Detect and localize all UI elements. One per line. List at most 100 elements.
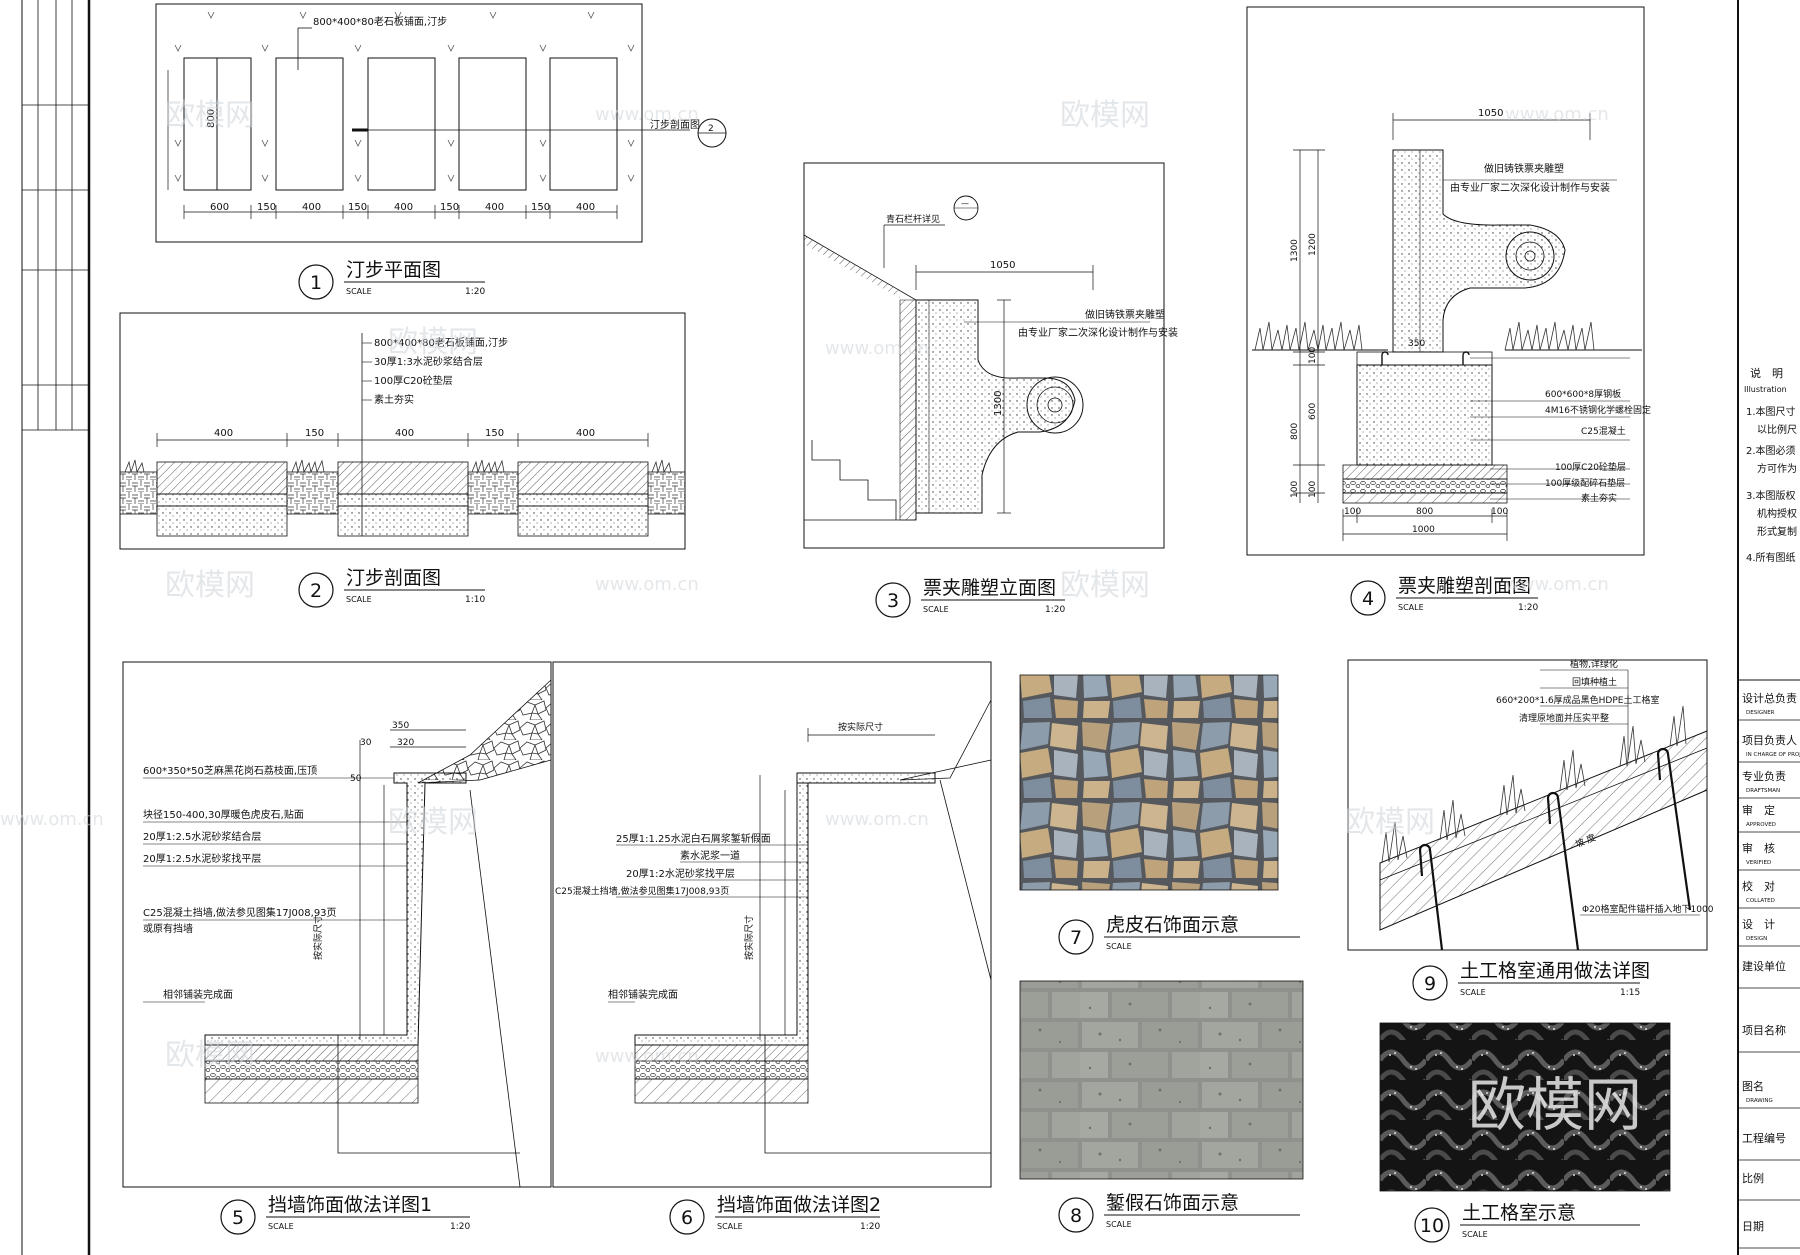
geocell-photo: 欧模网 [1379, 1022, 1671, 1192]
panel-number: 1 [310, 272, 322, 294]
p6-ground-note: 相邻铺装完成面 [608, 988, 678, 1001]
p4-left-dim-6: 100 [1308, 481, 1318, 498]
panel-6-wall-detail-2: 按实际尺寸 按实际尺寸 25厚1:1.25水泥白石屑浆錾斩假面 素水泥浆一道 2… [552, 661, 992, 1188]
p3-ref-num: — [961, 199, 969, 208]
p3-height-dim: 1300 [993, 391, 1004, 416]
p5-dim-2: 30 [360, 738, 372, 748]
p5-note-1: 块径150-400,30厚暖色虎皮石,贴面 [143, 808, 304, 821]
watermark-logo-5: 欧模网 [388, 325, 478, 360]
panel-number: 7 [1070, 927, 1082, 949]
panel-scale-value: 1:20 [465, 287, 485, 297]
panel-title: 汀步平面图 [346, 259, 441, 281]
p2-note-0: 800*400*80老石板铺面,汀步 [374, 336, 508, 349]
notes-item-0: 1.本图尺寸 [1746, 405, 1796, 418]
p6-note-2: 20厚1:2水泥砂浆找平层 [626, 867, 735, 880]
panel-scale-value: 1:20 [450, 1222, 470, 1232]
p3-width-dim: 1050 [990, 260, 1015, 271]
p5-note-4: C25混凝土挡墙,做法参见图集17J008,93页 [143, 906, 337, 919]
p4-note-bottom-4: 100厚级配碎石垫层 [1545, 477, 1625, 489]
watermark-url-5: www.om.cn [825, 338, 929, 359]
title-block-row: 项目名称 [1738, 1023, 1800, 1053]
p4-note-bottom-1: 4M16不锈钢化学螺栓固定 [1545, 404, 1651, 416]
notes-item-3: 方可作为 [1757, 462, 1797, 475]
p4-bottom-dim-1: 800 [1416, 507, 1433, 517]
watermark-logo-8: 欧模网 [165, 1038, 255, 1073]
watermark-logo-7: 欧模网 [1345, 805, 1435, 840]
p2-dim-1: 150 [305, 428, 324, 439]
title-block-label: 建设单位 [1742, 959, 1786, 973]
title-block-label: 日期 [1742, 1220, 1764, 1233]
p2-dim-4: 400 [576, 428, 595, 439]
page-watermarks: 欧模网 欧模网 www.om.cn www.om.cn 欧模网 欧模网 www.… [0, 98, 1609, 1073]
watermark-url-6: www.om.cn [825, 809, 929, 830]
notes-item-2: 2.本图必须 [1746, 444, 1796, 457]
title-block-label: 图名 [1742, 1079, 1764, 1093]
notes-item-4: 3.本图版权 [1746, 489, 1796, 502]
panel-scale-label: SCALE [717, 1222, 743, 1231]
p4-inner-dim: 350 [1408, 339, 1425, 349]
p1-dim-5: 150 [440, 202, 459, 213]
panel-number-circle [220, 1199, 256, 1235]
p9-anchors [1418, 747, 1692, 951]
p4-bottom-dim-0: 100 [1344, 507, 1361, 517]
p4-bottom-dim-2: 100 [1491, 507, 1508, 517]
panel-number-circle [669, 1199, 705, 1235]
notes-heading: 说 明 [1750, 366, 1783, 380]
watermark-url-7: www.om.cn [595, 1046, 699, 1067]
title-block-label-en: APPROVED [1746, 822, 1776, 828]
panel-title: 票夹雕塑立面图 [923, 577, 1056, 599]
watermark-logo-2: 欧模网 [1060, 98, 1150, 133]
panel-3-sculpture-elevation: 青石栏杆详见 — 1050 1300 做旧铸铁票夹雕塑 由专业厂家二次深化设计制… [803, 162, 1178, 549]
p5-note-0: 600*350*50芝麻黑花岗石荔枝面,压顶 [143, 764, 317, 777]
watermark-logo-6: 欧模网 [388, 805, 478, 840]
p5-note-3: 20厚1:2.5水泥砂浆找平层 [143, 852, 261, 865]
p2-note-2: 100厚C20砼垫层 [374, 374, 453, 387]
p2-note-3: 素土夯实 [374, 393, 414, 406]
p1-dim-1: 150 [257, 202, 276, 213]
watermark-url-1: www.om.cn [595, 104, 699, 125]
title-block-label-en: DESIGNER [1746, 710, 1775, 716]
p6-note-3: C25混凝土挡墙,做法参见图集17J008,93页 [555, 885, 729, 897]
p9-note-3: 清理原地面并压实平整 [1519, 712, 1609, 724]
p4-left-dim-0: 1300 [1290, 239, 1300, 262]
notes-item-5: 机构授权 [1757, 507, 1797, 520]
panel-4-sculpture-section: 1050 350 1300 1200 100 600 800 100 100 做… [1246, 6, 1651, 556]
title-block-label: 审 核 [1742, 841, 1775, 855]
title-block-label: 设计总负责 [1742, 691, 1797, 705]
title-block-label: 专业负责 [1742, 769, 1786, 783]
notes-item-7: 4.所有图纸 [1746, 551, 1796, 564]
notes-item-1: 以比例尺 [1757, 423, 1797, 436]
panel-scale-label: SCALE [923, 605, 949, 614]
p1-dim-8: 400 [576, 202, 595, 213]
panel-9-geocell-detail: 坡 度 植物,详绿化 回填种植土 660*200*1.6厚成品黑色HDPE土工格… [1347, 658, 1714, 951]
p1-dim-6: 400 [485, 202, 504, 213]
title-block-row: 工程编号 [1738, 1131, 1800, 1161]
stepping-stones [183, 57, 618, 191]
panel-title: 挡墙饰面做法详图2 [717, 1194, 881, 1216]
watermark-url-2: www.om.cn [1505, 104, 1609, 125]
title-block-label: 设 计 [1742, 918, 1775, 931]
watermark-logo-3: 欧模网 [165, 568, 255, 603]
panel-number: 4 [1362, 588, 1374, 610]
notes-panel: 说 明 Illustration 1.本图尺寸 以比例尺 2.本图必须 方可作为… [1738, 366, 1800, 681]
p5-note-2: 20厚1:2.5水泥砂浆结合层 [143, 830, 261, 843]
p4-left-dim-1: 1200 [1308, 233, 1318, 256]
p2-dim-3: 150 [485, 428, 504, 439]
panel-number-circle [875, 582, 911, 618]
panel-title: 挡墙饰面做法详图1 [268, 1194, 432, 1216]
crazy-paving-photo [1019, 674, 1279, 891]
title-block-label-en: DRAFTSMAN [1746, 788, 1780, 794]
panel-number: 5 [232, 1207, 244, 1229]
watermark-url-8: www.om.cn [0, 809, 104, 830]
p9-note-0: 植物,详绿化 [1570, 658, 1618, 670]
panel-scale-value: 1:15 [1620, 988, 1640, 998]
